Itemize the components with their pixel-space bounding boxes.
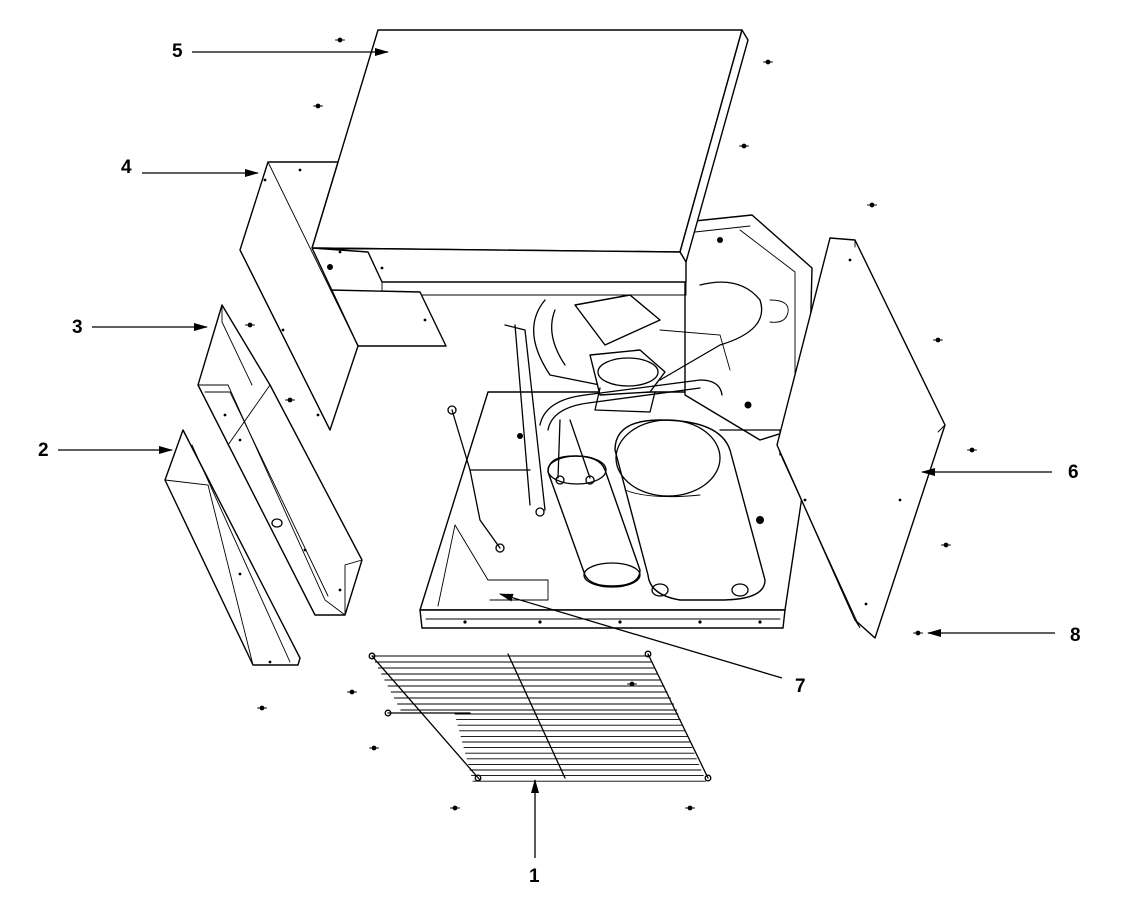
callout-2-label: 2 [38, 440, 49, 461]
grille-mount [368, 652, 376, 660]
screw-icon [347, 689, 357, 695]
grille-mount [704, 774, 712, 782]
refrigerant-piping [447, 324, 781, 553]
callout-7-label: 7 [795, 676, 806, 697]
louver-frame [197, 304, 363, 616]
screw-icon [739, 143, 749, 149]
grille-rod [507, 653, 566, 779]
screw-icon [335, 37, 345, 43]
screw-icon [941, 542, 951, 548]
screw-icon [627, 681, 637, 687]
grille-rod [647, 653, 709, 779]
screw-icon [763, 59, 773, 65]
callout-4-label: 4 [121, 157, 132, 178]
callout-3-label: 3 [72, 317, 83, 338]
callout-arrows [58, 48, 1055, 858]
screw-icon [867, 202, 877, 208]
fan-motor-assembly [533, 281, 763, 413]
condenser-grille [368, 650, 712, 782]
callout-5-label: 5 [172, 41, 183, 62]
screw-icon [913, 630, 923, 636]
left-upper-side-panel [239, 161, 359, 431]
screws [245, 37, 977, 811]
top-cover [311, 29, 749, 347]
right-side-panel [776, 237, 946, 639]
grille-rod [371, 655, 481, 781]
screw-icon [450, 805, 460, 811]
screw-icon [245, 322, 255, 328]
screw-icon [369, 745, 379, 751]
callout-6-label: 6 [1068, 462, 1079, 483]
callout-labels: 1 2 3 4 5 6 7 8 [38, 41, 1081, 887]
screw-icon [313, 103, 323, 109]
receiver-tank [547, 455, 641, 588]
grille-mount [644, 650, 652, 658]
callout-1-label: 1 [529, 866, 540, 887]
grille-mount [474, 774, 482, 782]
screw-icon [967, 447, 977, 453]
screw-icon [257, 705, 267, 711]
callout-8-label: 8 [1070, 625, 1081, 646]
front-kick-plate [164, 429, 301, 666]
compressor [614, 419, 766, 601]
screw-icon [285, 397, 295, 403]
screw-icon [685, 805, 695, 811]
screw-icon [933, 337, 943, 343]
callout-arrow-7 [499, 593, 783, 679]
